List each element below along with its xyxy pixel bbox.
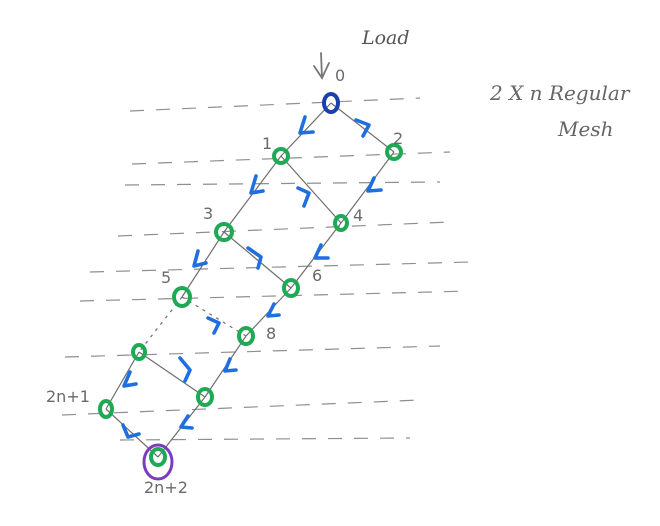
node-2 <box>385 143 403 161</box>
arrow-5-8 <box>206 316 221 335</box>
node-label-5: 5 <box>161 268 171 287</box>
arrow-2-4 <box>366 176 383 193</box>
node-label-2n2: 2n+2 <box>144 478 188 497</box>
node-6 <box>282 278 300 298</box>
node-label-6: 6 <box>312 266 322 285</box>
arrow-col-left <box>122 370 138 388</box>
node-8 <box>237 326 255 346</box>
node-3 <box>214 222 234 242</box>
arrow-col-right <box>178 356 192 383</box>
mesh-nodes <box>98 92 403 481</box>
node-left-n <box>131 343 147 361</box>
node-2n2-ring <box>142 443 174 481</box>
node-right-n <box>196 387 214 407</box>
node-label-3: 3 <box>203 204 213 223</box>
node-1 <box>272 147 290 165</box>
arrow-right-2n2 <box>179 414 194 430</box>
arrow-3-6 <box>246 246 263 270</box>
background-dash-lines <box>61 97 471 441</box>
arrow-0-2 <box>354 118 371 138</box>
diagram-title-line1: 2 X n Regular <box>489 81 631 105</box>
direction-arrows <box>121 115 383 439</box>
node-label-4: 4 <box>353 206 363 225</box>
arrow-0-1 <box>298 115 315 135</box>
node-label-8: 8 <box>266 324 276 343</box>
diagram-title-line2: Mesh <box>557 117 613 141</box>
arrow-2n1-2n2 <box>121 423 141 439</box>
node-4 <box>333 214 349 232</box>
node-label-0: 0 <box>335 66 345 85</box>
arrow-8-right <box>223 357 238 373</box>
node-2n1 <box>98 399 114 419</box>
node-label-2: 2 <box>393 129 403 148</box>
arrow-6-8 <box>266 302 281 318</box>
node-label-2n1: 2n+1 <box>46 387 90 406</box>
arrow-1-4 <box>296 186 311 208</box>
node-label-1: 1 <box>262 134 272 153</box>
node-2n2 <box>149 447 167 467</box>
arrow-4-6 <box>313 243 330 260</box>
node-5 <box>172 286 192 308</box>
arrow-1-3 <box>249 174 265 195</box>
load-arrow <box>313 52 330 80</box>
load-label: Load <box>361 27 410 49</box>
arrow-3-5 <box>192 249 208 268</box>
node-0 <box>322 92 340 114</box>
